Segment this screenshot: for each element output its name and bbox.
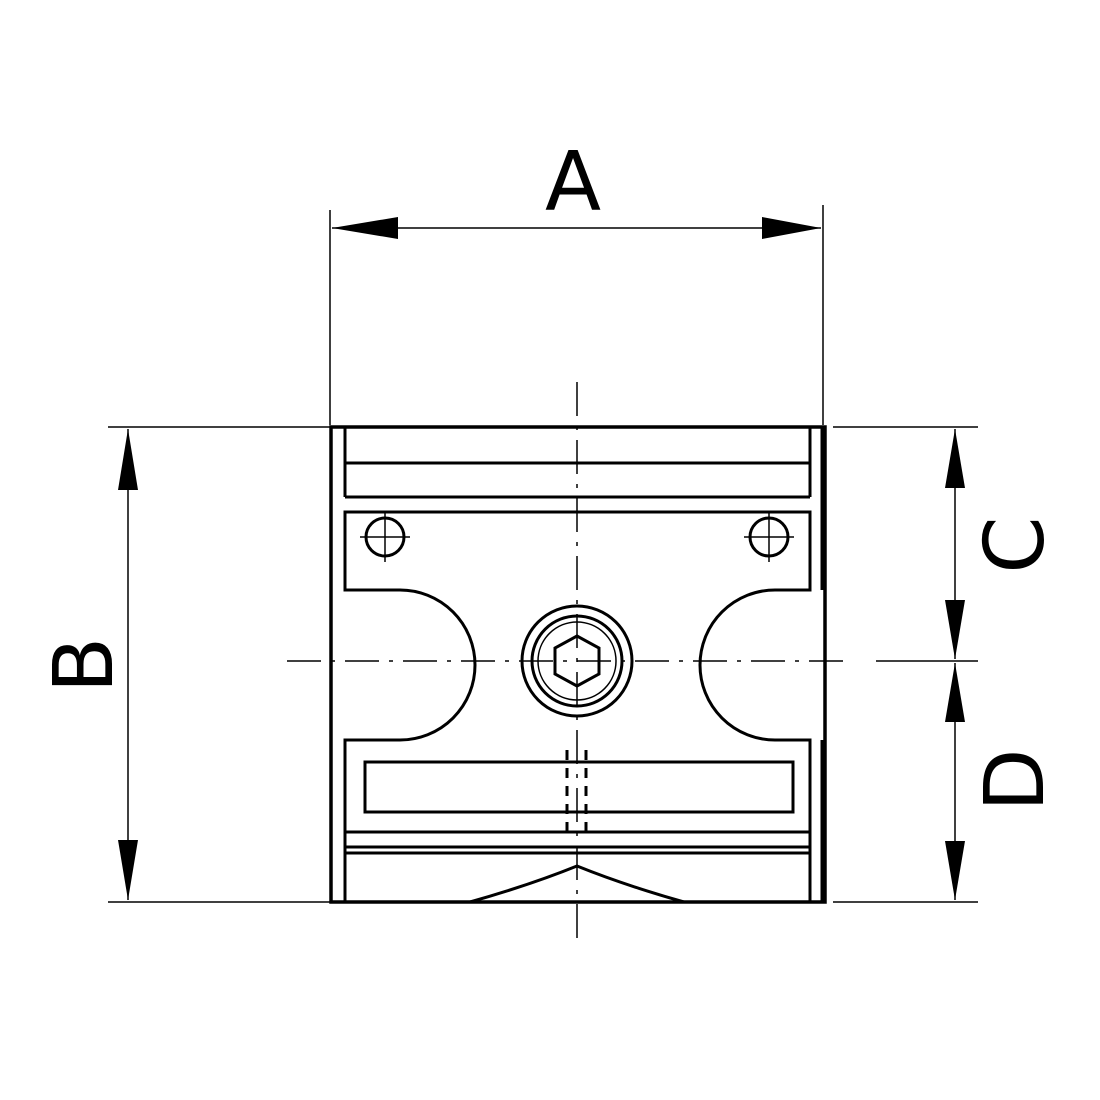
arrowhead-bottom-b (118, 840, 138, 900)
dimension-b: B (37, 426, 330, 903)
dimension-a: A (329, 135, 824, 425)
part-body (329, 425, 827, 904)
dimension-label-b: B (37, 637, 132, 693)
hex-socket-icon (553, 634, 601, 688)
dimension-label-d: D (968, 748, 1063, 811)
arrowhead-right (762, 217, 821, 239)
center-lines (287, 382, 845, 948)
arrowhead-left (332, 217, 398, 239)
bottom-v-notch (469, 864, 685, 904)
lower-window (363, 760, 795, 814)
mounting-hole-left (360, 512, 410, 562)
mounting-hole-right (744, 512, 794, 562)
dimension-c-d: C D (833, 426, 1063, 903)
central-port (520, 604, 634, 718)
arrowhead-top-c (945, 429, 965, 488)
outer-frame (329, 425, 827, 904)
arrowhead-top-b (118, 429, 138, 490)
arrowhead-bottom-c (945, 600, 965, 659)
dimension-label-a: A (545, 135, 601, 230)
dimension-label-c: C (968, 516, 1063, 573)
arrowhead-top-d (945, 663, 965, 722)
arrowhead-bottom-d (945, 841, 965, 900)
